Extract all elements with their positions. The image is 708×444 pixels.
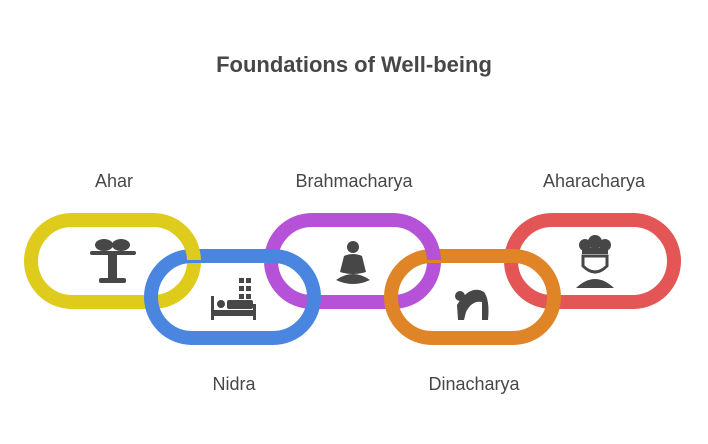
chain-link-dinacharya <box>384 249 561 345</box>
label-aharacharya: Aharacharya <box>542 171 646 191</box>
label-nidra: Nidra <box>212 374 256 394</box>
label-ahar: Ahar <box>94 171 134 191</box>
label-brahmacharya: Brahmacharya <box>295 171 413 191</box>
diagram-title: Foundations of Well-being <box>216 52 492 77</box>
chain-link-nidra <box>144 249 321 345</box>
meditation-icon <box>336 241 370 284</box>
label-dinacharya: Dinacharya <box>428 374 520 394</box>
dining-table-icon <box>90 239 136 283</box>
chef-icon <box>576 235 614 288</box>
bed-sleep-icon <box>211 278 256 320</box>
bowing-person-icon <box>455 289 489 320</box>
